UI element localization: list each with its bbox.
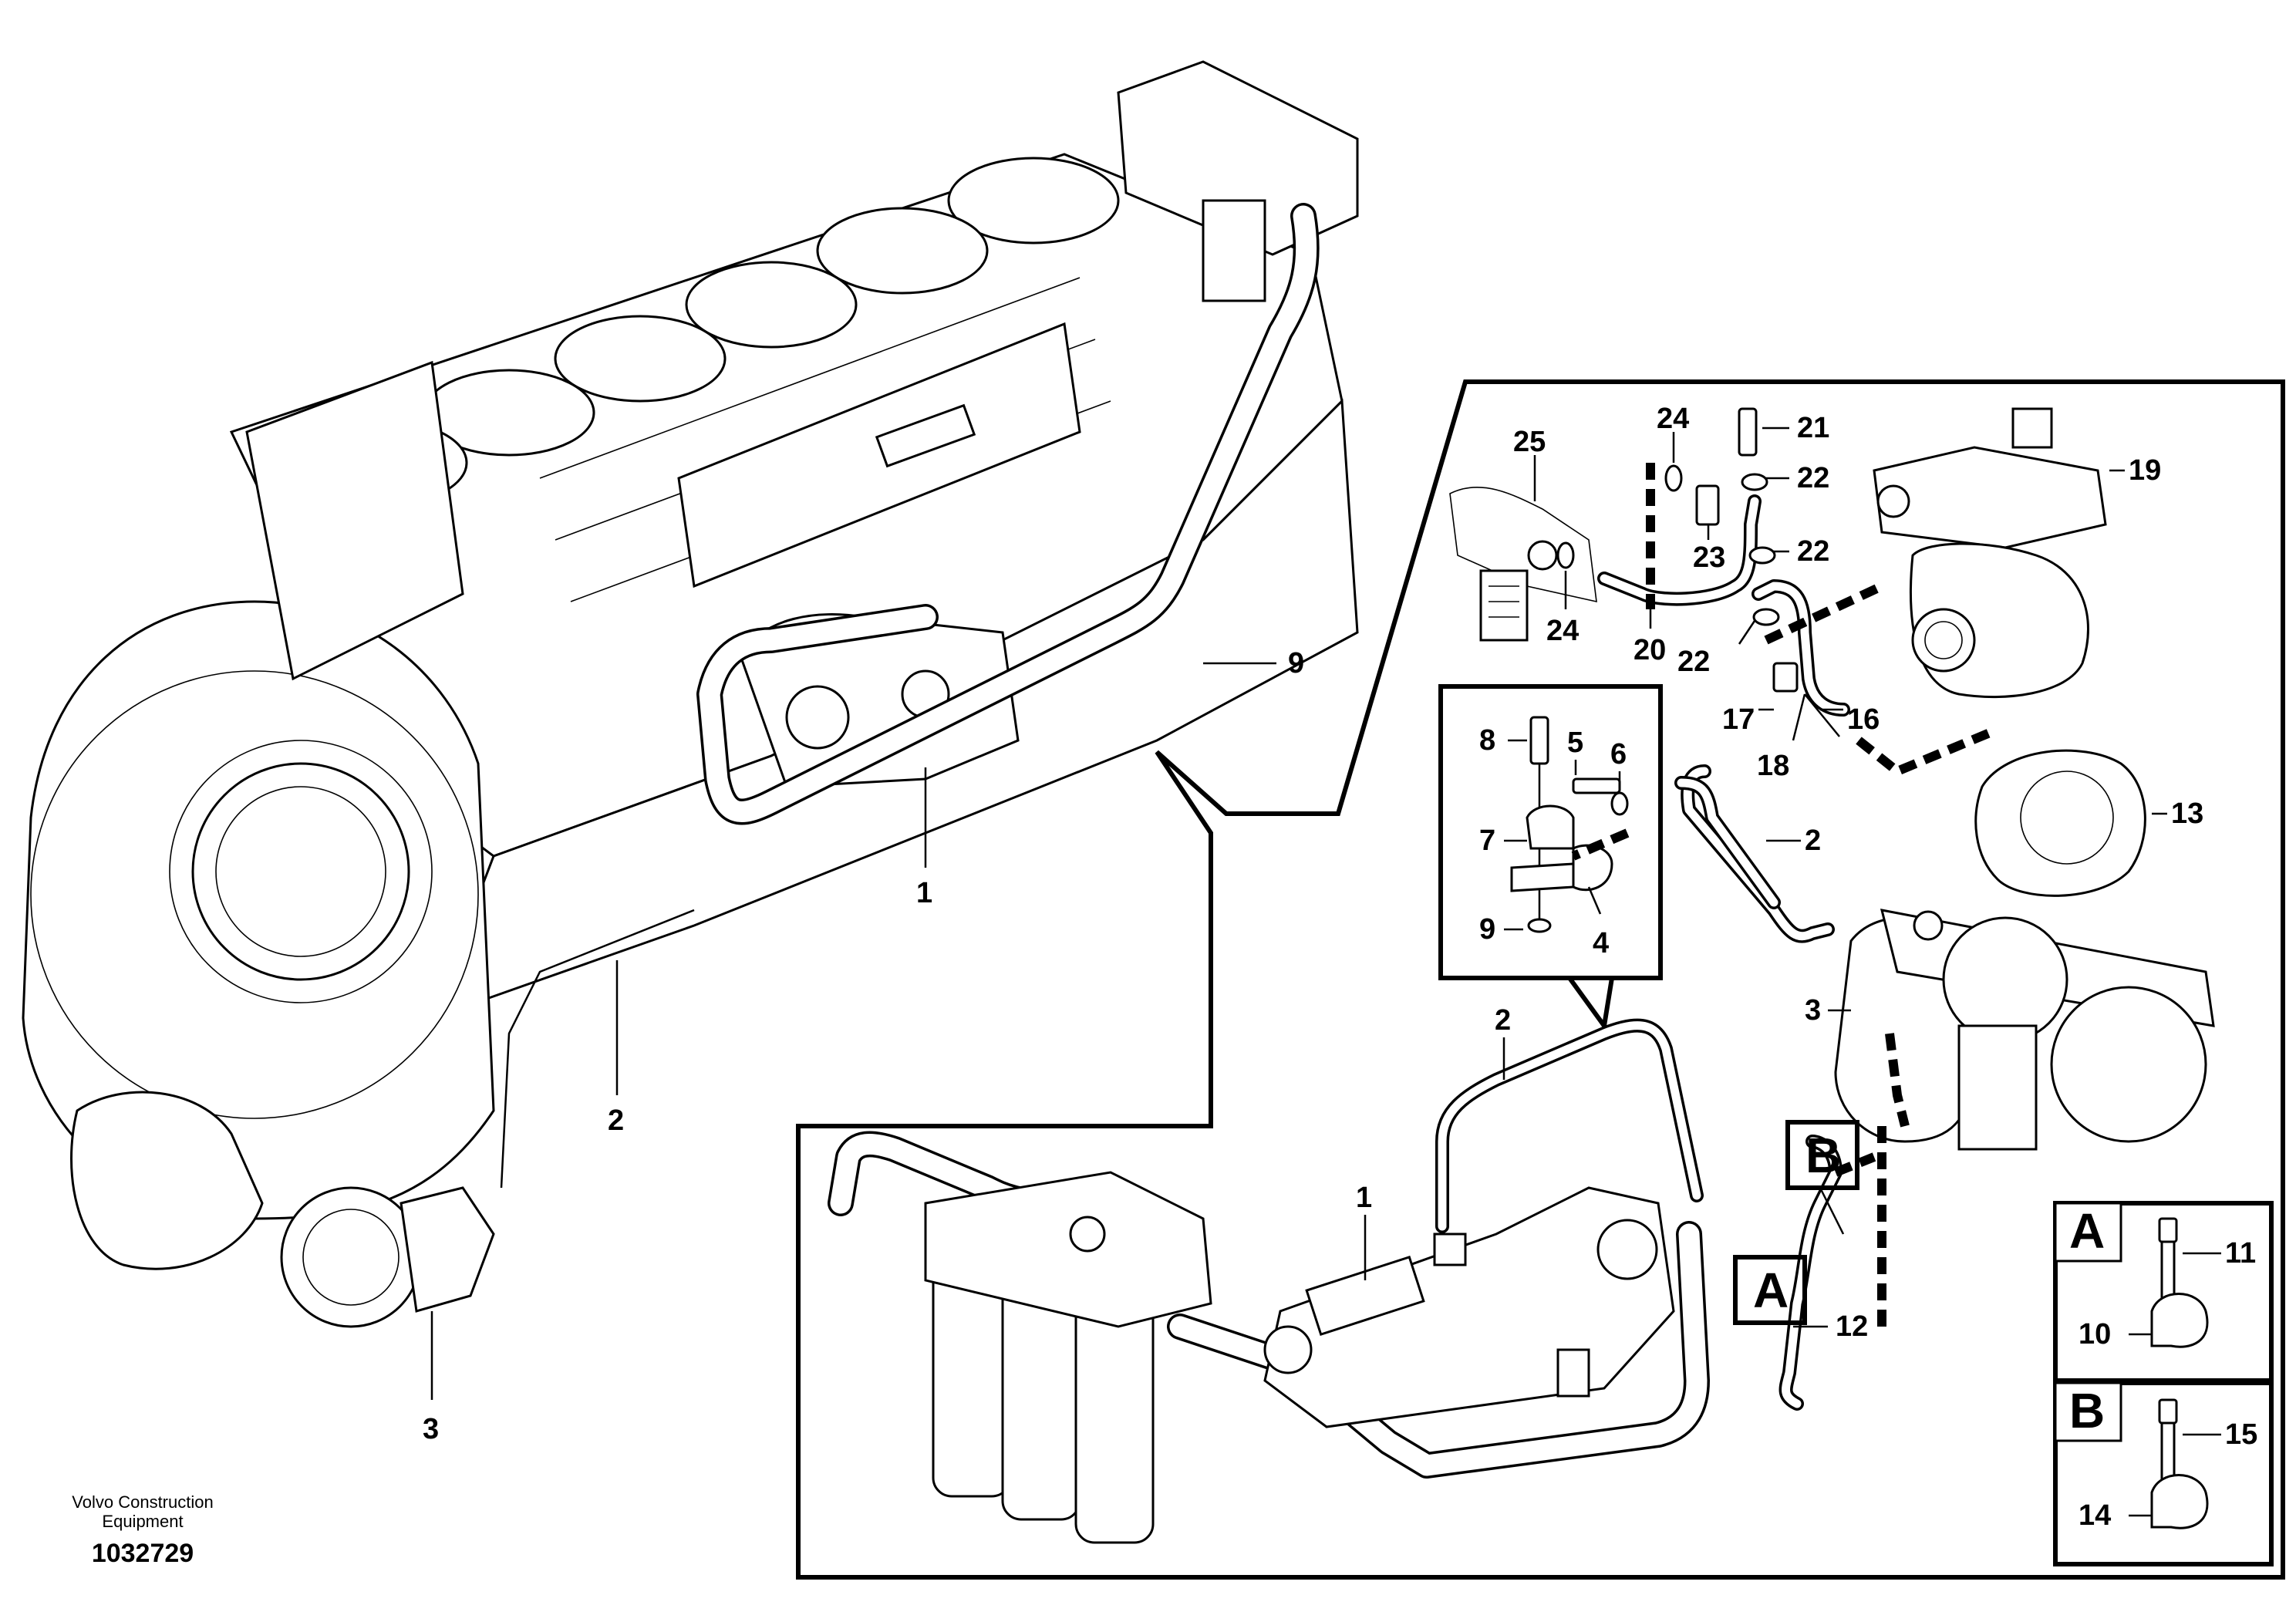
callout-14: 14 — [2079, 1499, 2111, 1532]
view-marker-a: A — [1733, 1255, 1807, 1325]
compressor-inset — [1449, 407, 2215, 1151]
callout-9: 9 — [1288, 647, 1304, 679]
clamp-inset-frame — [1438, 684, 1663, 980]
callout-3: 3 — [423, 1413, 439, 1445]
credit-line-2: Equipment — [102, 1512, 183, 1531]
detail-letter-b: B — [2069, 1383, 2105, 1438]
callout-24-top: 24 — [1657, 403, 1689, 435]
callout-24-bottom: 24 — [1546, 615, 1579, 647]
callout-22-a: 22 — [1797, 462, 1829, 494]
inset-frame — [796, 379, 2285, 1580]
callout-4: 4 — [1593, 927, 1609, 959]
callout-11: 11 — [2225, 1237, 2256, 1270]
callout-2-filter: 2 — [1495, 1004, 1511, 1037]
callout-6: 6 — [1610, 738, 1627, 771]
callout-23: 23 — [1693, 541, 1725, 574]
main-callouts: 1 2 3 9 — [423, 647, 1304, 1445]
credit-block: Volvo Construction Equipment 1032729 — [72, 1492, 213, 1568]
callout-19: 19 — [2129, 454, 2161, 487]
view-marker-b: B — [1785, 1120, 1859, 1235]
callout-20: 20 — [1633, 634, 1666, 666]
detail-letter-a: A — [2069, 1203, 2105, 1259]
callout-15: 15 — [2225, 1418, 2257, 1451]
callout-9-clamp: 9 — [1479, 913, 1495, 946]
callout-2: 2 — [608, 1104, 624, 1137]
detail-b: B 15 14 — [2053, 1381, 2274, 1566]
credit-line-1: Volvo Construction — [72, 1492, 213, 1512]
detail-a: A 11 10 — [2053, 1201, 2274, 1383]
callout-22-c: 22 — [1677, 646, 1710, 678]
callout-22-b: 22 — [1797, 535, 1829, 568]
callout-7: 7 — [1479, 824, 1495, 857]
view-letter-a: A — [1753, 1263, 1789, 1318]
callout-21: 21 — [1797, 412, 1829, 444]
callout-18: 18 — [1757, 750, 1789, 782]
callout-3-right: 3 — [1805, 994, 1821, 1027]
callout-13: 13 — [2171, 798, 2203, 830]
callout-16: 16 — [1847, 703, 1880, 736]
callout-2-right: 2 — [1805, 824, 1821, 857]
callout-1-filter: 1 — [1356, 1182, 1372, 1214]
detail-b-frame — [2053, 1381, 2274, 1566]
callout-5: 5 — [1567, 727, 1583, 759]
view-letter-b: B — [1805, 1128, 1841, 1183]
callout-10: 10 — [2079, 1318, 2111, 1351]
filter-callouts: 2 1 12 — [1356, 1004, 1868, 1343]
callout-12: 12 — [1836, 1310, 1868, 1343]
callout-1: 1 — [916, 877, 932, 909]
callout-17: 17 — [1722, 703, 1755, 736]
callout-25: 25 — [1513, 426, 1546, 458]
document-number: 1032729 — [92, 1539, 194, 1568]
filter-inset — [828, 776, 1886, 1544]
callout-8: 8 — [1479, 724, 1495, 757]
clamp-inset: 8 5 6 7 4 9 — [1438, 684, 1663, 1032]
compressor-callouts: 25 24 21 22 19 23 22 24 20 22 17 16 18 1… — [1513, 403, 2203, 1027]
engine-block-illustration — [22, 60, 1359, 1328]
